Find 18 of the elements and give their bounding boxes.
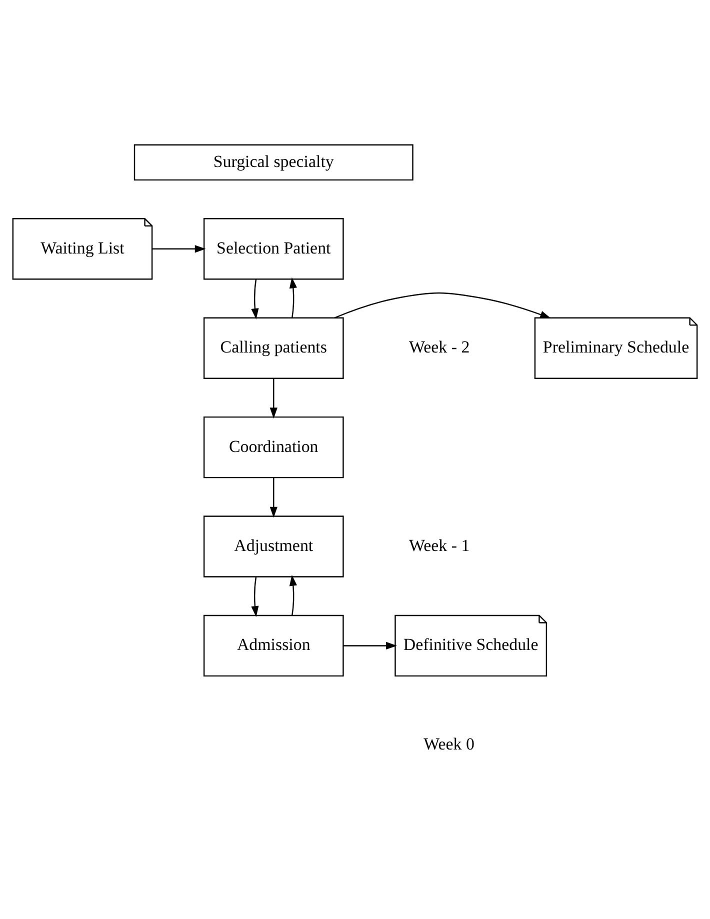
arrow	[334, 292, 551, 318]
label: Week - 2	[409, 337, 470, 356]
node-box: Calling patients	[203, 316, 344, 378]
label: Week 0	[424, 734, 474, 753]
node-box: Surgical specialty	[134, 144, 414, 180]
arrow	[289, 276, 297, 318]
arrow	[289, 574, 297, 615]
arrow	[343, 641, 397, 650]
node-box: Selection Patient	[203, 218, 344, 280]
arrow	[251, 278, 259, 319]
node-box: Coordination	[203, 416, 344, 478]
node-box: Adjustment	[203, 515, 344, 577]
node-box: Admission	[203, 614, 344, 676]
label: Week - 1	[409, 535, 470, 554]
arrow	[152, 244, 206, 252]
arrow	[270, 477, 278, 518]
arrow	[251, 576, 259, 616]
arrow	[270, 378, 278, 418]
